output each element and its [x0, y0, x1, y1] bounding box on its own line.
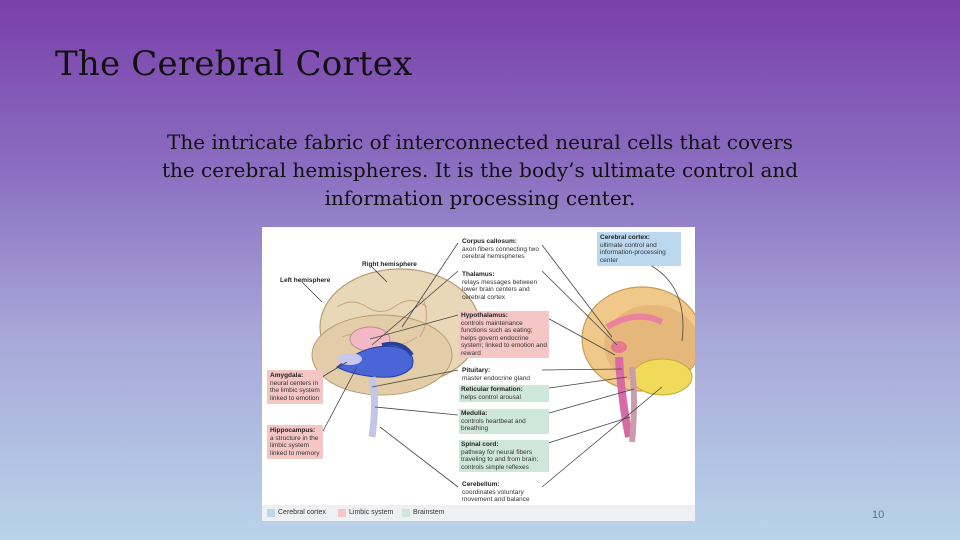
brain-diagram: Left hemisphere Right hemisphere Corpus … [262, 227, 695, 521]
right-hemisphere-label: Right hemisphere [362, 261, 417, 269]
left-hemisphere-label: Left hemisphere [280, 277, 330, 285]
cerebellum-label: Cerebellum:coordinates voluntary movemen… [462, 481, 546, 504]
legend: Cerebral cortex Limbic system Brainstem [262, 505, 695, 521]
slide-title: The Cerebral Cortex [55, 44, 412, 84]
hypothalamus-label: Hypothalamus:controls maintenance functi… [459, 311, 549, 358]
legend-label-limbic: Limbic system [349, 509, 393, 516]
hippocampus-label: Hippocampus:a structure in the limbic sy… [267, 425, 323, 459]
cerebral-cortex-label: Cerebral cortex:ultimate control and inf… [597, 232, 681, 266]
legend-swatch-cortex [267, 509, 275, 517]
slide-subtitle: The intricate fabric of interconnected n… [150, 128, 810, 212]
pituitary-label: Pituitary:master endocrine gland [462, 367, 546, 382]
amygdala-label: Amygdala:neural centers in the limbic sy… [267, 370, 323, 404]
spinal-cord-label: Spinal cord:pathway for neural fibers tr… [459, 440, 549, 472]
page-number: 10 [872, 509, 884, 521]
legend-label-brainstem: Brainstem [413, 509, 445, 516]
corpus-callosum-label: Corpus callosum:axon fibers connecting t… [462, 238, 546, 261]
legend-swatch-limbic [338, 509, 346, 517]
thalamus-label: Thalamus:relays messages between lower b… [462, 271, 546, 301]
legend-label-cortex: Cerebral cortex [278, 509, 326, 516]
reticular-formation-label: Reticular formation:helps control arousa… [459, 385, 549, 402]
medulla-label: Medulla:controls heartbeat and breathing [459, 409, 549, 434]
legend-swatch-brainstem [402, 509, 410, 517]
